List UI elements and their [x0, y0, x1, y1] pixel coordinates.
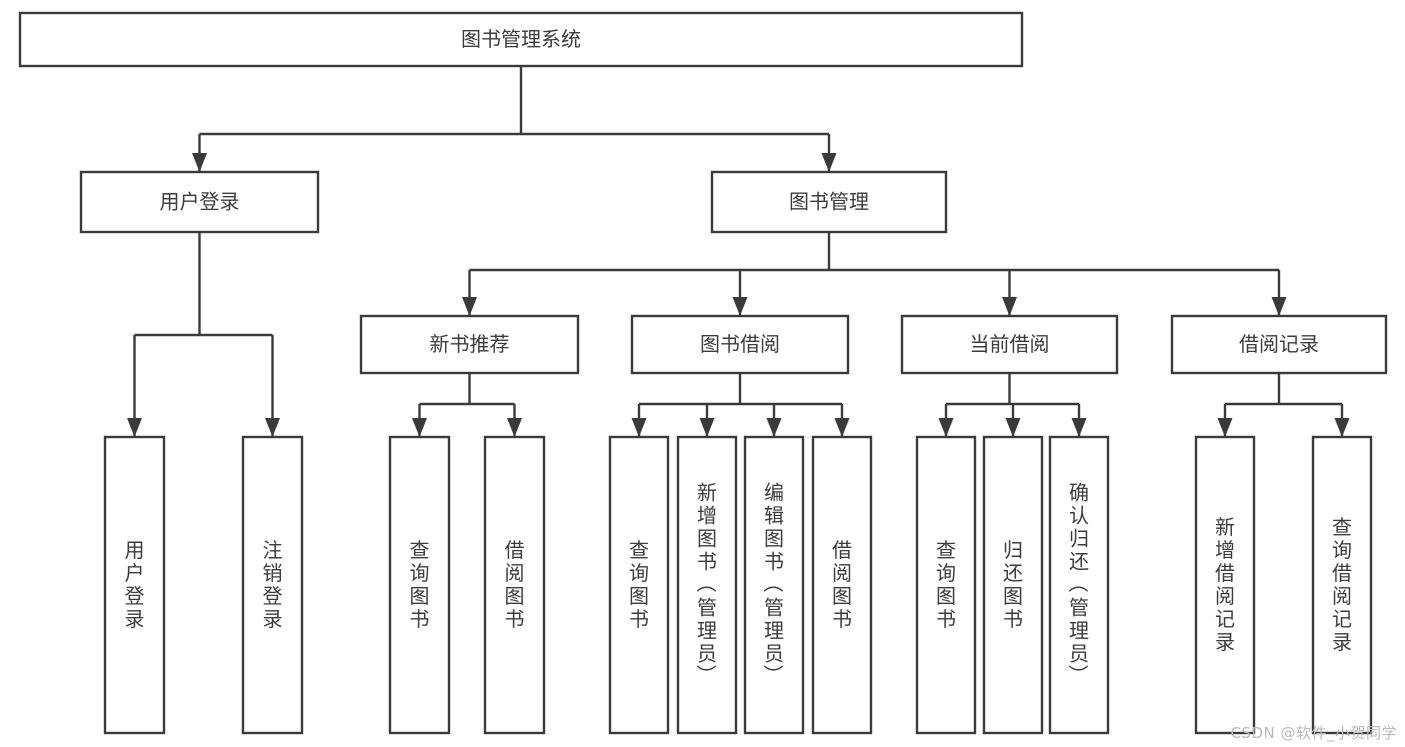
- arrow-to-leaf-borrow-book-1: [507, 418, 522, 437]
- node-label-leaf-confirm-return: 确认归还（管理员）: [1068, 480, 1089, 688]
- node-label-book-manage: 图书管理: [789, 190, 869, 214]
- node-box-borrow-record[interactable]: [1170, 314, 1388, 375]
- node-leaf-borrow-book-2[interactable]: 借阅图书: [811, 435, 873, 735]
- arrow-to-leaf-add-record: [1217, 418, 1233, 437]
- node-box-current-borrow[interactable]: [900, 314, 1119, 375]
- node-box-leaf-edit-book[interactable]: [743, 435, 805, 735]
- arrow-to-leaf-query-record: [1334, 418, 1350, 437]
- node-book-borrow[interactable]: 图书借阅: [630, 314, 850, 375]
- arrow-to-leaf-borrow-book-2: [834, 418, 850, 437]
- node-box-new-book-rec[interactable]: [359, 314, 580, 375]
- node-leaf-borrow-book-1[interactable]: 借阅图书: [483, 435, 546, 735]
- node-leaf-confirm-return[interactable]: 确认归还（管理员）: [1048, 435, 1110, 735]
- node-label-leaf-query-book-2: 查询图书: [629, 538, 649, 631]
- node-borrow-record[interactable]: 借阅记录: [1170, 314, 1388, 375]
- node-label-leaf-query-record: 查询借阅记录: [1332, 515, 1352, 654]
- node-label-current-borrow: 当前借阅: [970, 332, 1050, 356]
- node-box-leaf-add-record[interactable]: [1194, 435, 1256, 735]
- arrow-to-user-login: [192, 153, 207, 172]
- node-user-login[interactable]: 用户登录: [79, 170, 320, 234]
- node-box-leaf-query-record[interactable]: [1311, 435, 1373, 735]
- node-box-leaf-add-book[interactable]: [676, 435, 738, 735]
- node-label-borrow-record: 借阅记录: [1239, 332, 1319, 356]
- arrow-to-leaf-edit-book: [766, 418, 782, 437]
- node-leaf-edit-book[interactable]: 编辑图书（管理员）: [743, 435, 805, 735]
- connector-layer: [127, 66, 1350, 437]
- arrow-to-leaf-add-book: [699, 418, 715, 437]
- arrow-to-leaf-confirm-return: [1071, 418, 1087, 437]
- arrow-to-book-manage: [821, 153, 837, 172]
- node-box-leaf-borrow-book-1[interactable]: [483, 435, 546, 735]
- node-box-leaf-query-book-3[interactable]: [915, 435, 977, 735]
- node-leaf-user-login[interactable]: 用户登录: [103, 435, 166, 735]
- node-box-leaf-query-book-1[interactable]: [388, 435, 451, 735]
- arrow-to-new-book-rec: [462, 297, 477, 316]
- node-root[interactable]: 图书管理系统: [18, 11, 1024, 68]
- node-label-leaf-borrow-book-2: 借阅图书: [832, 538, 852, 631]
- node-leaf-logout[interactable]: 注销登录: [241, 435, 304, 735]
- arrow-to-leaf-query-book-2: [631, 418, 647, 437]
- node-label-leaf-user-login: 用户登录: [125, 538, 145, 631]
- node-label-leaf-add-record: 新增借阅记录: [1215, 515, 1235, 654]
- node-leaf-query-book-1[interactable]: 查询图书: [388, 435, 451, 735]
- node-leaf-return-book[interactable]: 归还图书: [982, 435, 1044, 735]
- node-label-leaf-return-book: 归还图书: [1003, 538, 1023, 631]
- arrow-to-book-borrow: [732, 297, 748, 316]
- node-label-leaf-logout: 注销登录: [263, 538, 283, 631]
- node-current-borrow[interactable]: 当前借阅: [900, 314, 1119, 375]
- arrow-to-leaf-query-book-3: [938, 418, 954, 437]
- node-label-root: 图书管理系统: [461, 27, 581, 51]
- arrow-to-leaf-logout: [265, 418, 280, 437]
- node-label-leaf-edit-book: 编辑图书（管理员）: [763, 480, 784, 688]
- arrow-to-leaf-return-book: [1005, 418, 1021, 437]
- node-box-book-manage[interactable]: [710, 170, 948, 234]
- node-box-book-borrow[interactable]: [630, 314, 850, 375]
- node-leaf-query-record[interactable]: 查询借阅记录: [1311, 435, 1373, 735]
- node-label-book-borrow: 图书借阅: [700, 332, 780, 356]
- node-box-user-login[interactable]: [79, 170, 320, 234]
- node-leaf-query-book-3[interactable]: 查询图书: [915, 435, 977, 735]
- node-leaf-add-book[interactable]: 新增图书（管理员）: [676, 435, 738, 735]
- node-label-leaf-query-book-1: 查询图书: [410, 538, 430, 631]
- node-box-root[interactable]: [18, 11, 1024, 68]
- csdn-watermark: CSDN @软件_小贺同学: [1230, 724, 1397, 742]
- node-new-book-rec[interactable]: 新书推荐: [359, 314, 580, 375]
- arrow-to-current-borrow: [1002, 297, 1017, 316]
- node-layer: 图书管理系统用户登录图书管理新书推荐图书借阅当前借阅借阅记录用户登录注销登录查询…: [18, 11, 1388, 735]
- node-leaf-query-book-2[interactable]: 查询图书: [608, 435, 670, 735]
- node-box-leaf-confirm-return[interactable]: [1048, 435, 1110, 735]
- node-label-leaf-add-book: 新增图书（管理员）: [696, 480, 717, 688]
- node-box-leaf-logout[interactable]: [241, 435, 304, 735]
- node-label-user-login: 用户登录: [160, 190, 240, 214]
- node-book-manage[interactable]: 图书管理: [710, 170, 948, 234]
- node-label-leaf-query-book-3: 查询图书: [936, 538, 956, 631]
- node-box-leaf-user-login[interactable]: [103, 435, 166, 735]
- node-leaf-add-record[interactable]: 新增借阅记录: [1194, 435, 1256, 735]
- node-box-leaf-return-book[interactable]: [982, 435, 1044, 735]
- node-box-leaf-query-book-2[interactable]: [608, 435, 670, 735]
- node-label-new-book-rec: 新书推荐: [430, 332, 510, 356]
- arrow-to-leaf-user-login: [127, 418, 142, 437]
- node-box-leaf-borrow-book-2[interactable]: [811, 435, 873, 735]
- arrow-to-borrow-record: [1271, 297, 1287, 316]
- node-label-leaf-borrow-book-1: 借阅图书: [505, 538, 525, 631]
- arrow-to-leaf-query-book-1: [412, 418, 427, 437]
